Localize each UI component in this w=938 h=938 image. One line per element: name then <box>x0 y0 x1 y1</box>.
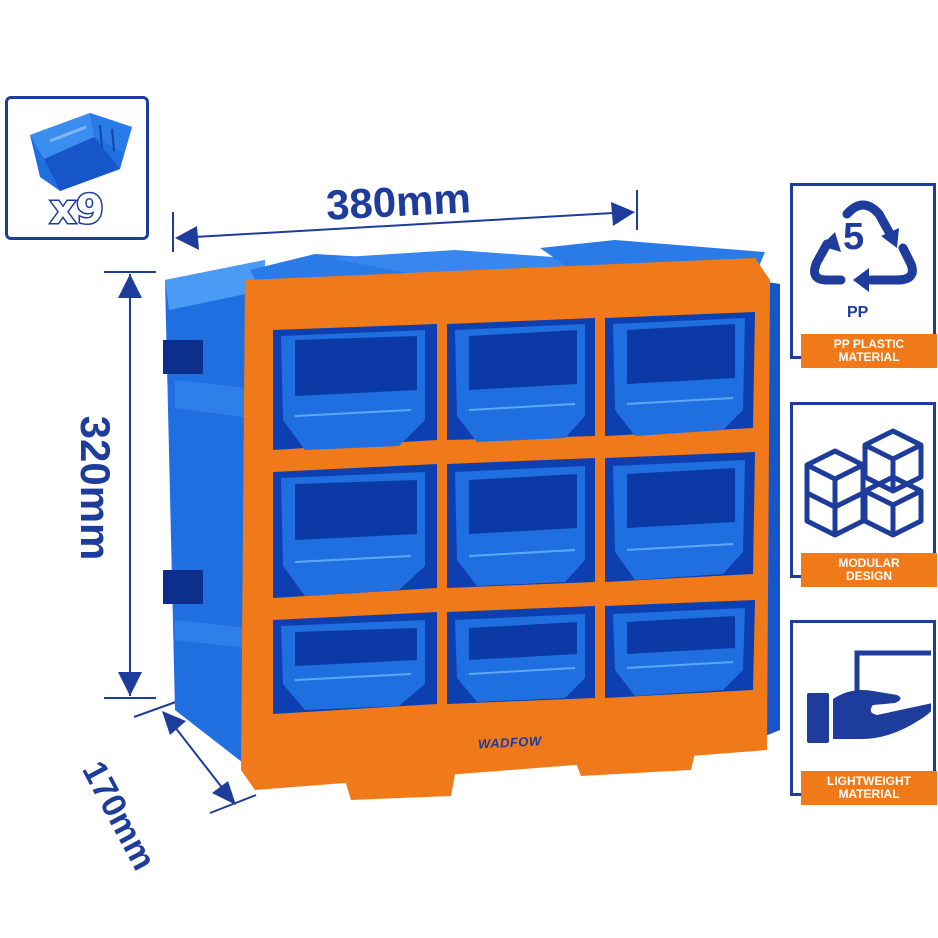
depth-dimension-line <box>133 698 257 814</box>
feature-tag-pp-plastic: PP PLASTIC MATERIAL <box>801 334 937 368</box>
storage-bin-icon <box>30 113 132 191</box>
feature-card-lightweight: LIGHTWEIGHT MATERIAL <box>790 620 937 805</box>
organizer-rack-image <box>163 240 780 800</box>
width-label: 380mm <box>324 174 472 229</box>
recycle-number: 5 <box>843 216 865 258</box>
modular-cubes-icon <box>804 428 924 538</box>
tag-line-1: LIGHTWEIGHT <box>827 774 911 788</box>
recycle-code: PP <box>847 304 869 321</box>
tag-line-1: PP PLASTIC <box>833 337 905 351</box>
width-dimension-line <box>172 190 638 252</box>
tag-line-2: MATERIAL <box>838 350 900 364</box>
feature-tag-modular: MODULAR DESIGN <box>801 553 937 587</box>
recycle-pp5-icon <box>810 200 917 292</box>
feature-card-pp-plastic: 5 PP PP PLASTIC MATERIAL <box>790 183 937 368</box>
quantity-badge-card: x9 <box>5 96 149 240</box>
height-label: 320mm <box>72 415 119 561</box>
feature-card-modular: MODULAR DESIGN <box>790 402 937 587</box>
height-dimension-line <box>104 271 156 699</box>
hand-holding-icon <box>807 650 931 743</box>
tag-line-2: MATERIAL <box>838 787 900 801</box>
tag-line-2: DESIGN <box>845 569 892 583</box>
tag-line-1: MODULAR <box>838 556 900 570</box>
quantity-label: x9 <box>49 186 106 235</box>
feature-tag-lightweight: LIGHTWEIGHT MATERIAL <box>801 771 937 805</box>
